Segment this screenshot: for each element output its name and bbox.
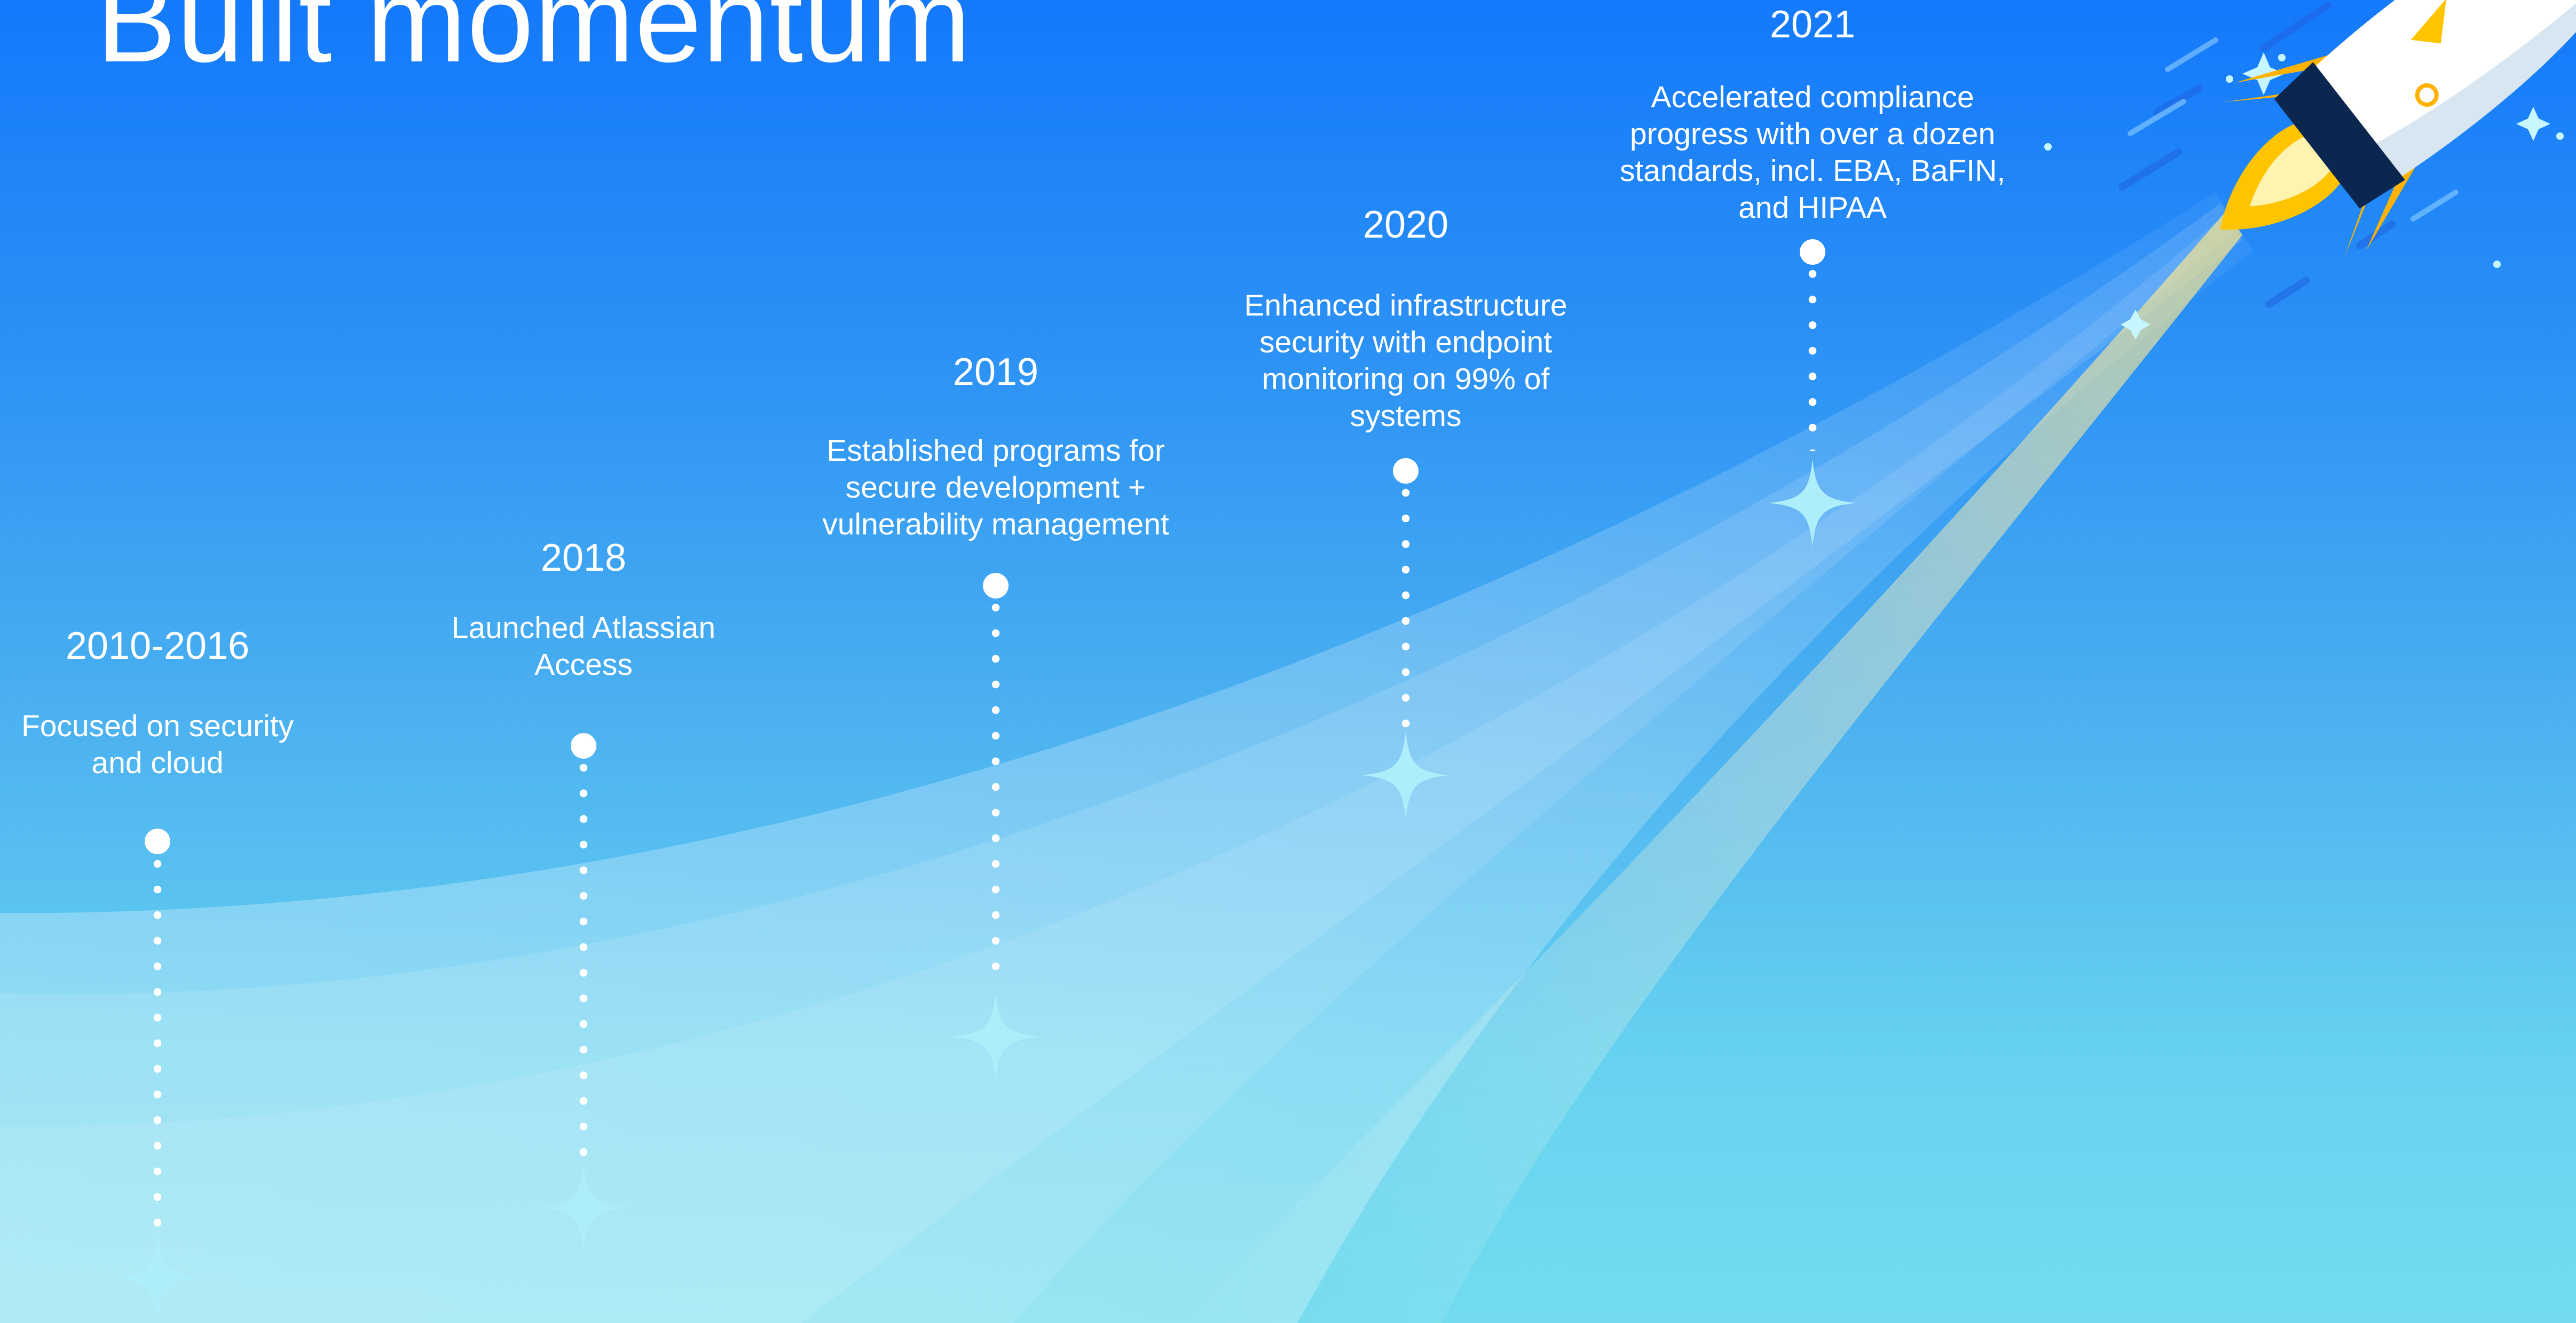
rocket-trail-middle xyxy=(0,203,2242,1323)
milestone-year: 2018 xyxy=(540,537,627,579)
sparkle-star-icon xyxy=(1362,731,1450,819)
milestone-year: 2020 xyxy=(1362,203,1449,246)
milestone-year: 2021 xyxy=(1769,3,1856,46)
milestone-description: Focused on security and cloud xyxy=(21,709,294,780)
dotted-connector xyxy=(1808,270,1817,451)
sparkle-star-icon xyxy=(540,1164,627,1251)
milestone-year: 2019 xyxy=(952,351,1039,393)
rocket-trail-inner xyxy=(0,214,2237,1323)
sparkle-star-icon xyxy=(114,1234,201,1322)
timeline-dot xyxy=(145,829,170,854)
dotted-connector xyxy=(579,763,588,1159)
timeline-dot xyxy=(983,573,1009,598)
milestone-description: Established programs for secure developm… xyxy=(822,434,1169,541)
sparkle-star-icon xyxy=(952,993,1039,1081)
timeline-dot xyxy=(1800,239,1825,265)
milestone-description: Accelerated compliance progress with ove… xyxy=(1619,80,2006,225)
dotted-connector xyxy=(991,603,1000,988)
dotted-connector xyxy=(153,860,162,1228)
milestone-description: Launched Atlassian Access xyxy=(451,611,716,682)
timeline-dot xyxy=(571,733,596,759)
speed-streaks-light xyxy=(2128,27,2501,222)
timeline-dot xyxy=(1393,458,1419,484)
rocket-trail-outer xyxy=(0,192,2253,1323)
dotted-connector xyxy=(1401,489,1410,729)
milestone-year: 2010-2016 xyxy=(65,625,250,667)
page-title: Built momentum xyxy=(96,0,972,87)
milestone-description: Enhanced infrastructure security with en… xyxy=(1244,288,1567,433)
sparkle-star-icon xyxy=(1769,459,1856,547)
